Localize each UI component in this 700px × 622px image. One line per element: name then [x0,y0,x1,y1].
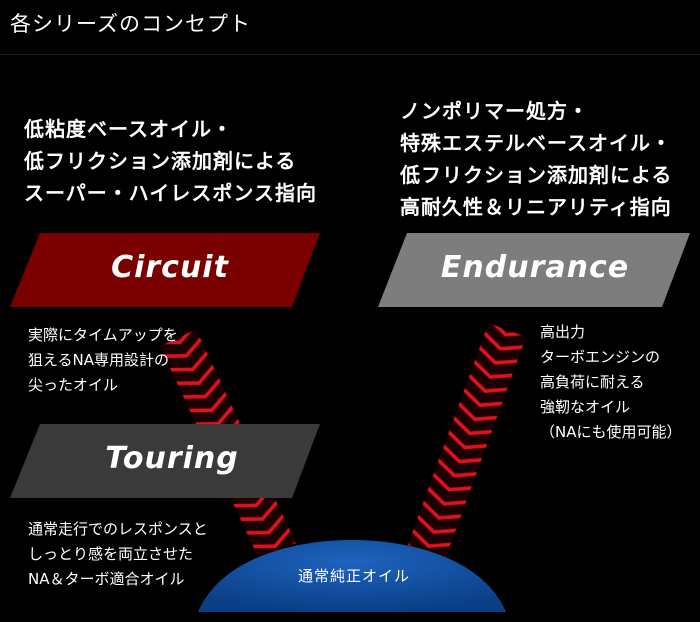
endurance-description: 高出力 ターボエンジンの 高負荷に耐える 強靭なオイル （NAにも使用可能） [540,320,681,445]
headline-right-line: ノンポリマー処方・ [400,99,589,123]
section-title: 各シリーズのコンセプト [10,12,251,36]
touring-description-line: NA＆ターボ適合オイル [28,570,185,588]
circuit-badge [10,233,320,307]
touring-description-line: しっとり感を両立させた [28,545,194,563]
touring-description: 通常走行でのレスポンスと しっとり感を両立させた NA＆ターボ適合オイル [28,517,208,592]
endurance-description-line: 高出力 [540,323,586,341]
headline-right-line: 低フリクション添加剤による [400,163,673,187]
base-oil-label: 通常純正オイル [297,567,410,585]
circuit-badge-label: Circuit [111,250,229,285]
touring-badge [10,424,320,498]
endurance-badge-label: Endurance [440,250,630,285]
endurance-description-line: 高負荷に耐える [540,373,645,391]
endurance-description-line: 強靭なオイル [540,398,631,416]
headline-right-line: 高耐久性＆リニアリティ指向 [400,195,672,219]
title-divider [0,54,700,55]
headline-left: 低粘度ベースオイル・ 低フリクション添加剤による スーパー・ハイレスポンス指向 [24,113,317,209]
endurance-description-line: ターボエンジンの [540,348,661,366]
circuit-description-line: 狙えるNA専用設計の [28,351,170,369]
circuit-description-line: 尖ったオイル [28,376,119,394]
headline-left-line: 低粘度ベースオイル・ [24,117,233,141]
endurance-badge [378,233,690,307]
circuit-description: 実際にタイムアップを 狙えるNA専用設計の 尖ったオイル [28,323,178,398]
touring-description-line: 通常走行でのレスポンスと [28,520,208,538]
headline-right: ノンポリマー処方・ 特殊エステルベースオイル・ 低フリクション添加剤による 高耐… [400,95,672,223]
headline-left-line: 低フリクション添加剤による [24,149,297,173]
base-dome [198,540,506,612]
touring-badge-label: Touring [105,441,239,476]
endurance-description-line: （NAにも使用可能） [540,423,682,441]
headline-right-line: 特殊エステルベースオイル・ [400,131,672,155]
headline-left-line: スーパー・ハイレスポンス指向 [24,181,317,205]
circuit-description-line: 実際にタイムアップを [28,326,178,344]
right-chevron-arrow-icon [407,323,527,559]
